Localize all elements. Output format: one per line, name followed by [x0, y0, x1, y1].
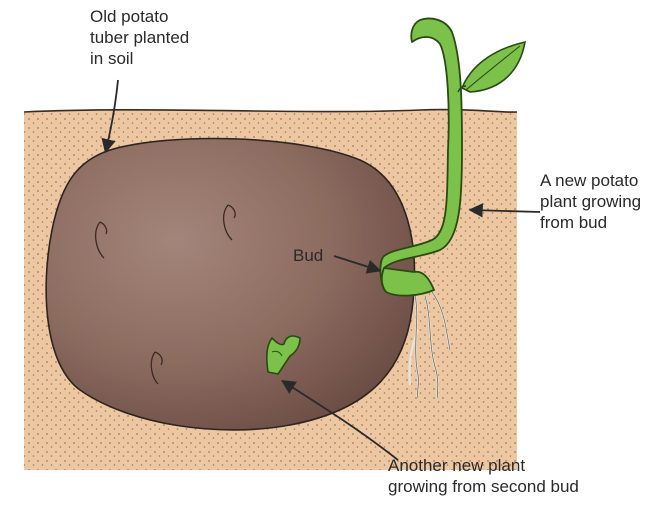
label-another-new-plant: Another new plant growing from second bu… [388, 455, 579, 497]
label-new-potato-plant: A new potato plant growing from bud [540, 170, 641, 233]
label-line: Another new plant [388, 456, 526, 475]
label-old-potato-tuber: Old potato tuber planted in soil [90, 6, 189, 69]
label-line: from bud [540, 213, 608, 232]
label-line: Bud [293, 246, 324, 265]
label-line: in soil [90, 49, 134, 68]
second-bud-plant [266, 335, 301, 375]
label-line: plant growing [540, 192, 642, 211]
pointer-lines [101, 79, 541, 461]
pointer-old-tuber [101, 79, 119, 154]
label-line: growing from second bud [388, 477, 579, 496]
potato-tuber [45, 137, 416, 431]
label-line: tuber planted [90, 28, 190, 47]
label-bud: Bud [293, 245, 323, 266]
label-line: Old potato [90, 7, 169, 26]
label-line: A new potato [540, 171, 639, 190]
pointer-bud [333, 255, 382, 274]
tuber-eye [94, 221, 108, 259]
pointer-new-plant [468, 203, 541, 218]
tuber-eye [150, 351, 163, 385]
tuber-eye [222, 204, 236, 241]
new-plant-stem [379, 17, 527, 297]
pointer-another-plant [280, 380, 399, 461]
